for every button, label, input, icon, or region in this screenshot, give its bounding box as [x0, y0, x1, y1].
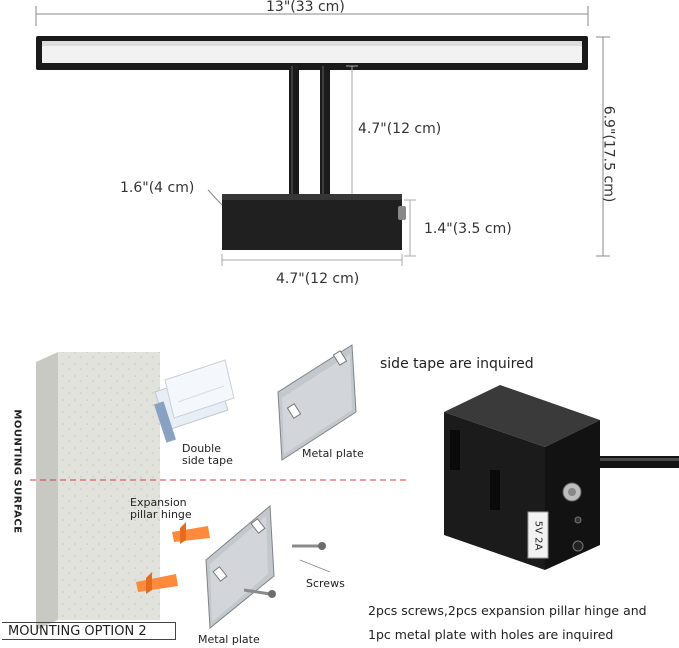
switch-icon — [398, 206, 406, 220]
metal-plate-bottom-label: Metal plate — [198, 633, 260, 646]
height-dimension-label: 6.9"(17.5 cm) — [600, 105, 617, 203]
width-dimension-label: 13"(33 cm) — [266, 0, 345, 15]
metal-plate-top-label: Metal plate — [302, 447, 364, 460]
double-tape-label-1: Double — [182, 442, 221, 455]
base-box — [222, 194, 402, 250]
screws-label: Screws — [306, 577, 345, 590]
metal-plate-top — [277, 344, 357, 461]
wall-side — [36, 352, 58, 630]
arm-right — [320, 66, 330, 196]
screw-icon-bottom — [243, 588, 276, 598]
expansion-label-1: Expansion — [130, 496, 187, 509]
light-bar-diffuser — [42, 41, 582, 63]
arm-left — [289, 66, 299, 196]
double-tape-label-2: side tape — [182, 454, 233, 467]
double-side-tape — [154, 359, 235, 443]
arm-closeup — [600, 456, 679, 468]
base-closeup — [444, 385, 679, 570]
expansion-label-2: pillar hinge — [130, 508, 192, 521]
screw-icon-top — [292, 542, 326, 550]
kit-note-line-1: 2pcs screws,2pcs expansion pillar hinge … — [368, 603, 647, 618]
mounting-option-label: MOUNTING OPTION 2 — [2, 622, 176, 640]
metal-plate-bottom — [205, 504, 275, 630]
port-label: 5V 2A — [532, 520, 544, 550]
tape-note: side tape are inquired — [380, 356, 534, 372]
depth-dimension-line — [207, 189, 223, 206]
mounting-surface-label: MOUNTING SURFACE — [11, 409, 23, 534]
expansion-pillar-hinge-bottom — [136, 572, 178, 594]
expansion-pillar-hinge-top — [172, 522, 210, 544]
kit-note-line-2: 1pc metal plate with holes are inquired — [368, 627, 614, 642]
depth-dimension-label: 1.6"(4 cm) — [120, 180, 195, 196]
port-label-sticker — [527, 511, 549, 559]
power-port-icon — [572, 540, 584, 552]
arm-dimension-label: 4.7"(12 cm) — [358, 121, 442, 137]
base-width-dimension-label: 4.7"(12 cm) — [276, 271, 360, 287]
base-height-dimension-label: 1.4"(3.5 cm) — [424, 221, 512, 237]
